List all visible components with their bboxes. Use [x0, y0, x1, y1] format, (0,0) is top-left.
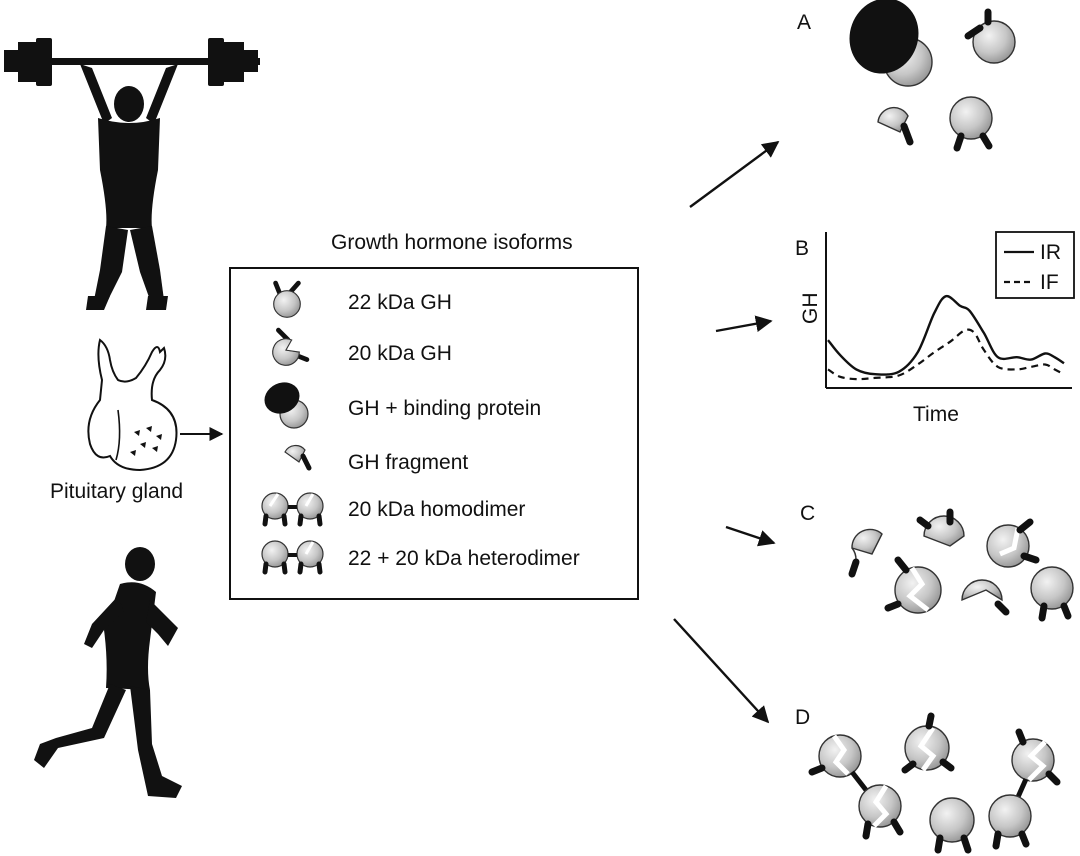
- weightlifter-icon: [4, 38, 260, 310]
- isoform-label-heterodimer: 22 + 20 kDa heterodimer: [348, 547, 580, 570]
- panel-d-molecules: [808, 712, 1061, 854]
- arrow-to-panel-d: [673, 618, 770, 724]
- isoform-label-22kda: 22 kDa GH: [348, 291, 452, 314]
- arrow-to-panel-a: [689, 141, 780, 208]
- series-ir-line: [827, 294, 1065, 376]
- panel-letter-a: A: [797, 11, 812, 34]
- panel-letter-c: C: [800, 502, 816, 525]
- chart-x-label: Time: [913, 403, 959, 426]
- legend-label-if: IF: [1040, 271, 1059, 294]
- isoforms-title: Growth hormone isoforms: [331, 231, 573, 254]
- legend-icon-homodimer: [261, 492, 324, 527]
- gh-time-chart: [825, 231, 1075, 389]
- panel-a-molecules: [849, 0, 1016, 152]
- isoform-label-fragment: GH fragment: [348, 451, 469, 474]
- panel-c-molecules: [848, 508, 1074, 622]
- runner-icon: [34, 547, 182, 798]
- chart-y-label: GH: [799, 292, 822, 325]
- arrow-to-panel-c: [725, 525, 776, 547]
- pituitary-gland-label: Pituitary gland: [50, 480, 184, 503]
- legend-icon-binding-protein: [264, 382, 309, 429]
- isoform-label-20kda: 20 kDa GH: [348, 342, 452, 365]
- isoform-label-binding-protein: GH + binding protein: [348, 397, 542, 420]
- legend-label-ir: IR: [1040, 241, 1061, 264]
- pituitary-gland-icon: [87, 338, 178, 472]
- panel-letter-d: D: [795, 706, 811, 729]
- legend-icon-heterodimer: [261, 540, 324, 575]
- arrow-to-panel-b: [715, 315, 773, 333]
- chart-legend-box: [995, 231, 1075, 299]
- panel-letter-b: B: [795, 237, 810, 260]
- isoform-label-homodimer: 20 kDa homodimer: [348, 498, 526, 521]
- series-if-line: [827, 328, 1065, 381]
- isoforms-box: [229, 267, 639, 600]
